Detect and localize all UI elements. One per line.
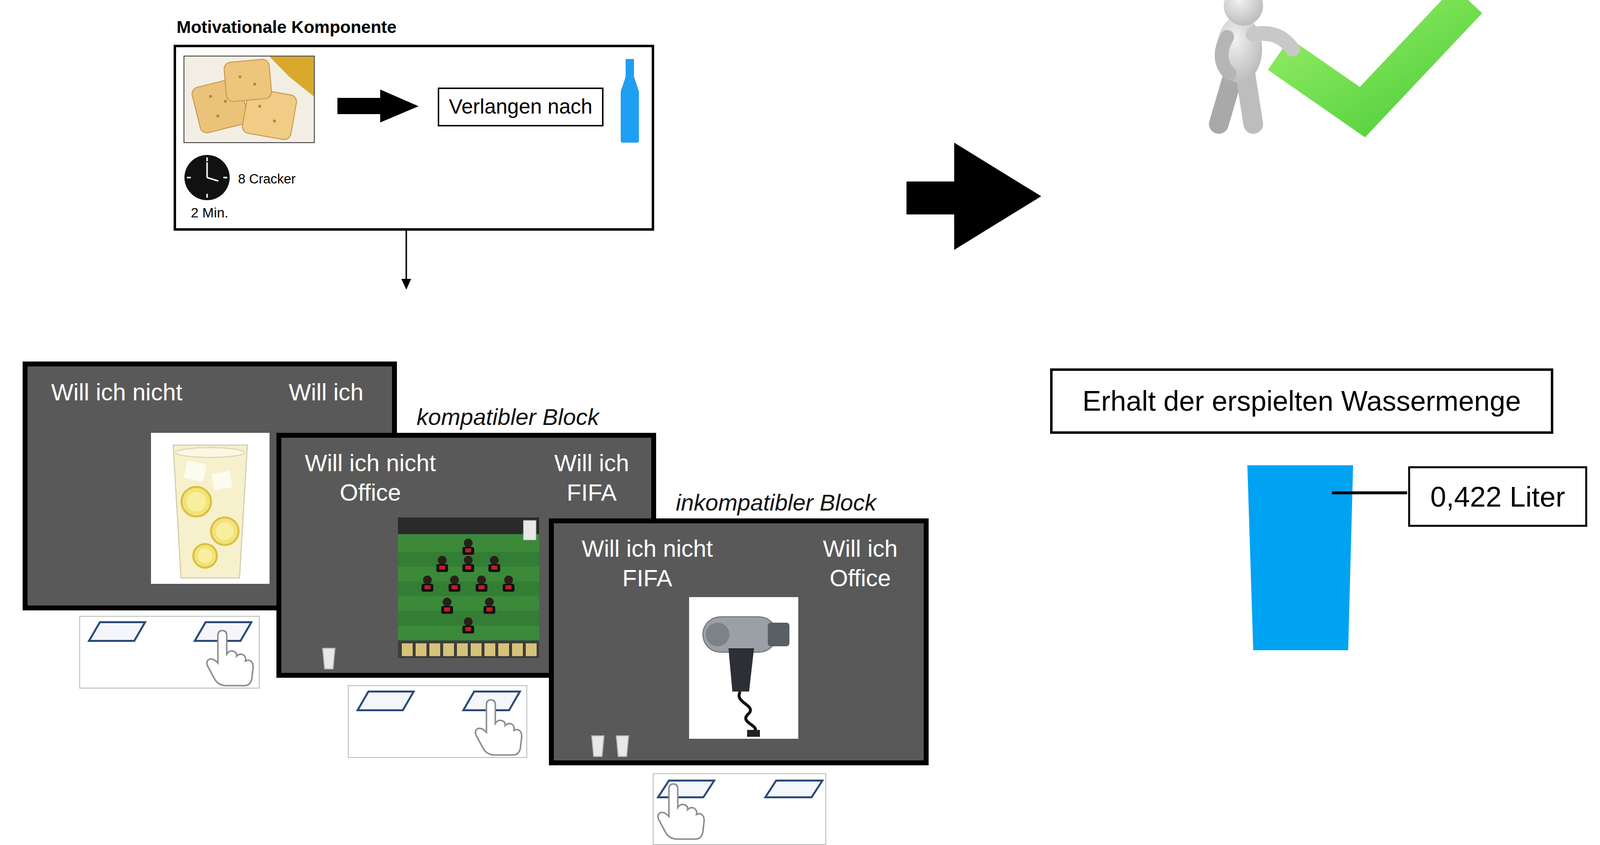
box-label: Verlangen nach [449,94,593,120]
block-heading: inkompatibler Block [675,488,877,517]
value-label-box: 0,422 Liter [1408,466,1588,527]
screen-label: Will ich [288,378,364,407]
box-label: Erhalt der erspielten Wassermenge [1082,384,1521,418]
motivation-art [176,47,652,229]
screen-label: Will ich nicht [51,378,183,407]
screen-label: Will ich nicht FIFA [571,534,724,594]
keyboard-panel [653,773,826,845]
box-label: 0,422 Liter [1430,479,1566,514]
water-cup [1247,465,1408,651]
result-box: Erhalt der erspielten Wassermenge [1050,368,1554,434]
connector-arrow [401,230,412,290]
screen-label: Will ich Office [815,534,905,594]
big-arrow [906,142,1042,250]
motivation-box: Motivationale Komponente8 Cracker2 Min.V… [173,44,655,231]
keyboard-panel [348,685,527,758]
block-heading: kompatibler Block [416,403,600,431]
keyboard-panel [79,616,260,689]
process-box: Verlangen nach [437,87,604,127]
section-heading: Motivationale Komponente [176,16,397,38]
screen-label: Will ich nicht Office [294,448,447,508]
screen: inkompatibler BlockWill ich nicht FIFAWi… [548,518,929,766]
screen-label: Will ich FIFA [547,448,636,508]
check-figure [1216,0,1469,124]
note-text: 2 Min. [190,204,229,222]
note-text: 8 Cracker [238,171,296,187]
